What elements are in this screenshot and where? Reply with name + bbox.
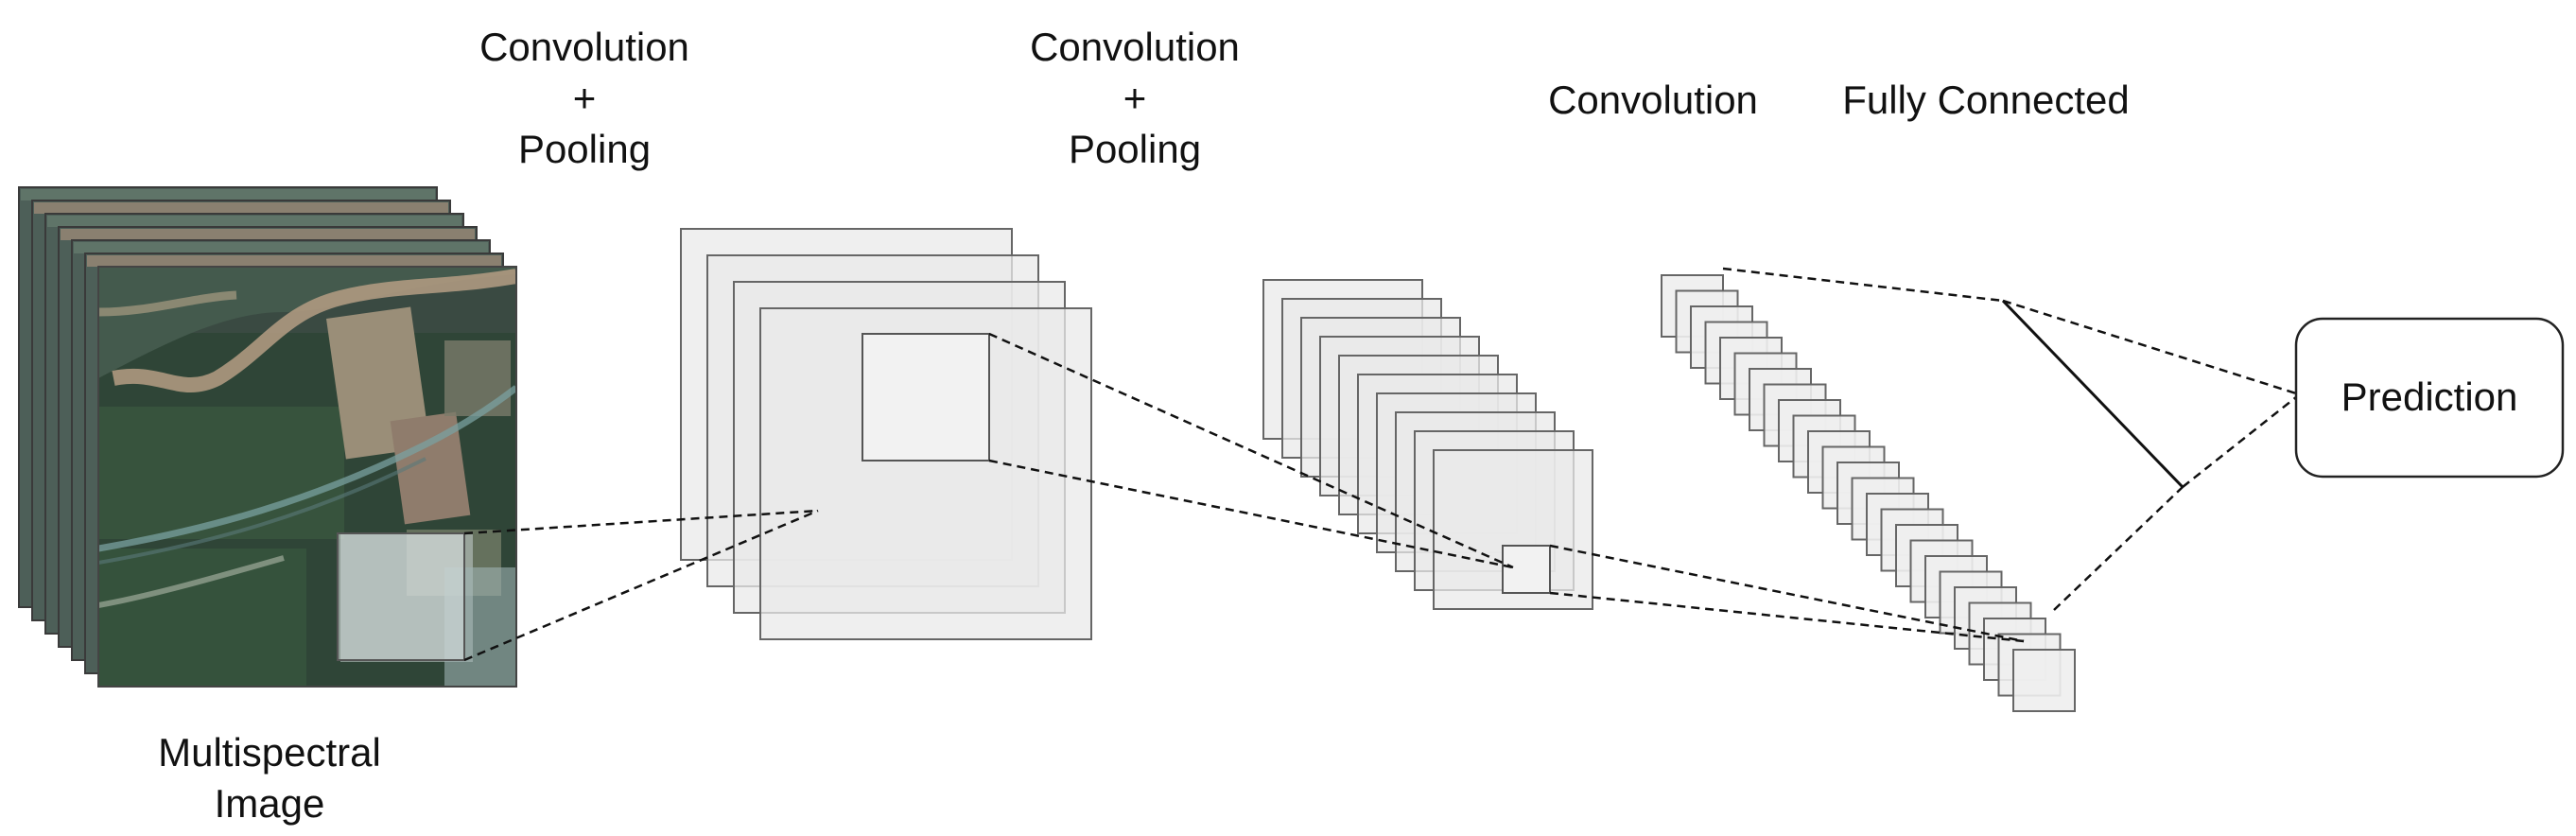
stage4-label: Fully Connected	[1842, 78, 2130, 122]
stage2-label-line3: Pooling	[1069, 127, 1201, 171]
prediction-box	[2294, 317, 2565, 479]
band-edge-strip-4	[61, 229, 475, 240]
input-label-line2: Image	[215, 781, 325, 826]
conv-pool-2-feature-maps	[1262, 279, 1593, 610]
fc-solid-connector	[2001, 299, 2184, 489]
band-edge-strip-1	[21, 189, 435, 200]
stage1-label-line3: Pooling	[518, 127, 651, 171]
input-receptive-field	[337, 532, 465, 661]
stage1-label-line1: Convolution	[479, 25, 689, 69]
conv1-receptive-field	[862, 333, 990, 462]
band-edge-strip-3	[47, 216, 461, 227]
prediction-label: Prediction	[2341, 374, 2518, 419]
band-edge-strip-5	[74, 242, 488, 253]
input-label-line1: Multispectral	[158, 730, 381, 775]
stage2-label-line1: Convolution	[1030, 25, 1240, 69]
stage3-label: Convolution	[1548, 78, 1758, 122]
fc-unit-25	[2012, 649, 2076, 712]
band-edge-strip-6	[87, 255, 501, 267]
connection-lines	[463, 267, 2297, 662]
band-edge-strip-2	[34, 202, 448, 214]
stage1-label-line2: +	[573, 76, 597, 120]
fully-connected-units	[1661, 274, 2076, 712]
stage2-label-line2: +	[1123, 76, 1147, 120]
conv2-receptive-field	[1502, 545, 1551, 594]
